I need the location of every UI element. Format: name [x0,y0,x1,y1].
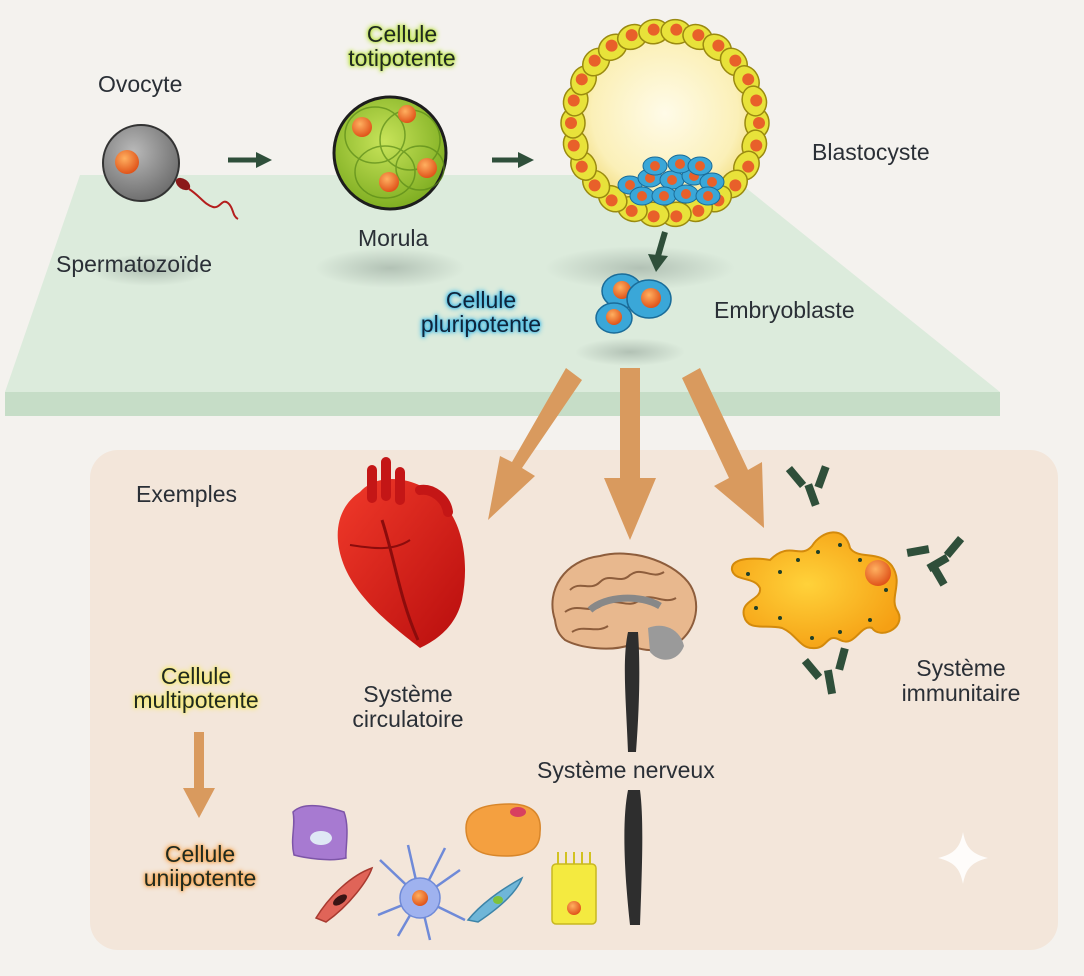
heart-icon [337,457,466,648]
circulatoire-line1: Système [363,681,453,707]
sparkle-icon [938,832,988,884]
ovocyte-cell [102,124,180,202]
immunitaire-line1: Système [916,655,1006,681]
brain-icon [551,552,698,660]
label-systeme-nerveux: Système nerveux [537,757,715,783]
arrow-to-immunitaire [682,368,764,528]
label-morula: Morula [358,225,429,251]
circulatoire-line2: circulatoire [352,706,464,733]
label-cellule-multipotente: Cellule multipotente [106,664,286,712]
shadow [90,254,210,286]
label-blastocyste: Blastocyste [812,139,930,165]
label-systeme-circulatoire: Système circulatoire [338,681,478,733]
immune-cell-icon [731,531,901,650]
arrow-to-nerveux [604,368,656,540]
totipotent-line2: totipotente [348,45,456,72]
inner-cell [642,156,668,176]
arrow-morula-to-blastocyste [492,152,534,168]
label-cellule-totipotente: Cellule totipotente [322,22,482,70]
inner-cell [629,186,655,206]
antibody-icon [801,647,849,695]
unipotent-line1: Cellule [164,841,236,867]
plane [5,175,1000,416]
label-cellule-unipotente: Cellule uniipotente [118,842,282,890]
inner-cell [651,186,677,206]
label-spermatozoide: Spermatozoïde [56,251,212,277]
antibody-icon [906,536,965,587]
spinal-cord [624,632,643,925]
label-embryoblaste: Embryoblaste [714,297,855,323]
arrow-ovocyte-to-morula [228,152,272,168]
embryoblaste-cells [595,273,672,334]
inner-cell [695,186,721,206]
arrow-multi-to-uni [183,732,215,818]
blastocyste-inner-cell-mass [617,154,725,206]
shadow [315,248,465,288]
pluripotent-line1: Cellule [445,287,517,313]
label-cellule-pluripotente: Cellule pluripotente [396,288,566,336]
blastocyste-cell [560,18,770,228]
pluripotent-line2: pluripotente [420,311,542,338]
sperm-icon [175,177,239,220]
inner-cell [659,170,685,190]
arrow-blastocyste-to-embryoblaste [648,231,668,272]
arrow-to-circulatoire [488,368,582,520]
inner-cell [667,154,693,174]
shadow [545,246,735,290]
inner-cell [673,184,699,204]
label-systeme-immunitaire: Système immunitaire [886,655,1036,707]
multipotent-line1: Cellule [160,663,232,689]
morula-cell [332,95,448,211]
trophoblast-cell [741,85,768,117]
trophoblast-cell [660,201,692,228]
shadow [575,338,685,366]
immunitaire-line2: immunitaire [901,680,1021,707]
label-ovocyte: Ovocyte [98,71,183,97]
label-exemples: Exemples [136,481,237,507]
specialized-cells [291,803,597,941]
totipotent-line1: Cellule [366,21,438,47]
unipotent-line2: uniipotente [143,865,257,892]
blastocyste-trophoblast-ring [560,18,770,228]
antibody-icon [785,465,830,507]
multipotent-line2: multipotente [133,687,259,714]
inner-cell [687,156,713,176]
